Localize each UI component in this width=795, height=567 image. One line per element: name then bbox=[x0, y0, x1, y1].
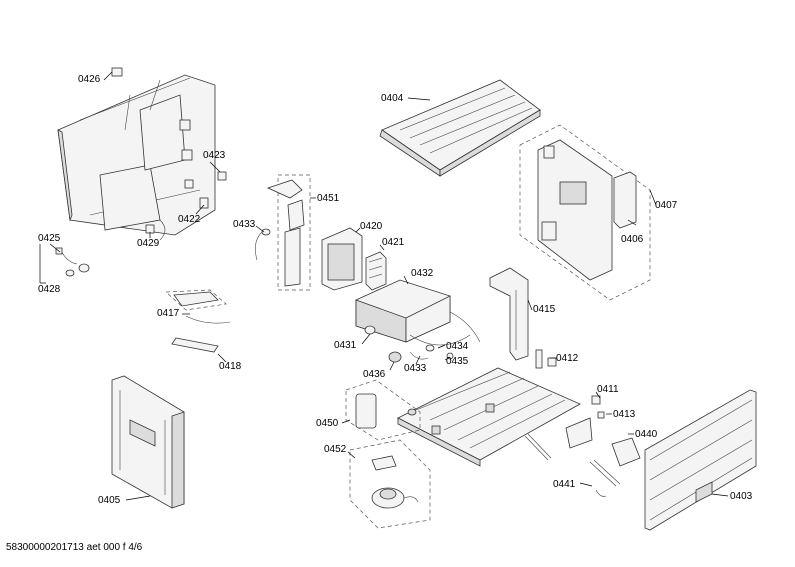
part-label-0411: 0411 bbox=[597, 384, 619, 395]
door-switch bbox=[345, 379, 421, 441]
part-label-0436: 0436 bbox=[363, 369, 386, 380]
left-side-panel bbox=[111, 375, 185, 509]
part-label-0435: 0435 bbox=[446, 356, 469, 367]
part-label-0451: 0451 bbox=[317, 193, 340, 204]
part-label-0425: 0425 bbox=[38, 233, 61, 244]
part-label-0450: 0450 bbox=[316, 418, 339, 429]
control-module bbox=[321, 227, 387, 291]
top-cover-plate bbox=[379, 79, 541, 177]
part-label-0431: 0431 bbox=[334, 340, 357, 351]
part-label-0423: 0423 bbox=[203, 150, 226, 161]
right-side-panel bbox=[644, 389, 757, 531]
lamp-assembly bbox=[165, 289, 231, 353]
part-label-0440: 0440 bbox=[635, 429, 658, 440]
part-label-0407: 0407 bbox=[655, 200, 678, 211]
part-label-0412: 0412 bbox=[556, 353, 579, 364]
part-label-0405: 0405 bbox=[98, 495, 121, 506]
part-label-0428: 0428 bbox=[38, 284, 61, 295]
valve-assembly bbox=[349, 439, 431, 529]
part-label-0421: 0421 bbox=[382, 237, 405, 248]
part-label-0433-bottom: 0433 bbox=[404, 363, 427, 374]
part-label-0432: 0432 bbox=[411, 268, 434, 279]
part-label-0418: 0418 bbox=[219, 361, 242, 372]
part-label-0433-top: 0433 bbox=[233, 219, 256, 230]
vent-duct-assembly bbox=[255, 174, 311, 291]
base-tray bbox=[397, 367, 581, 467]
part-label-0420: 0420 bbox=[360, 221, 383, 232]
part-label-0413: 0413 bbox=[613, 409, 636, 420]
part-label-0434: 0434 bbox=[446, 341, 469, 352]
heater-parts bbox=[524, 349, 641, 497]
part-label-0415: 0415 bbox=[533, 304, 556, 315]
oven-cavity-frame bbox=[57, 67, 216, 236]
part-label-0417: 0417 bbox=[157, 308, 180, 319]
side-bracket bbox=[489, 267, 529, 361]
drawing-reference-footer: 58300000201713 aet 000 f 4/6 bbox=[6, 542, 143, 553]
rear-panel bbox=[519, 124, 651, 301]
part-label-0406: 0406 bbox=[621, 234, 644, 245]
part-label-0404: 0404 bbox=[381, 93, 404, 104]
part-label-0422: 0422 bbox=[178, 214, 201, 225]
part-label-0441: 0441 bbox=[553, 479, 576, 490]
part-label-0426: 0426 bbox=[78, 74, 101, 85]
part-label-0452: 0452 bbox=[324, 444, 347, 455]
part-label-0429: 0429 bbox=[137, 238, 160, 249]
small-clips-left bbox=[55, 171, 227, 277]
part-label-0403: 0403 bbox=[730, 491, 753, 502]
